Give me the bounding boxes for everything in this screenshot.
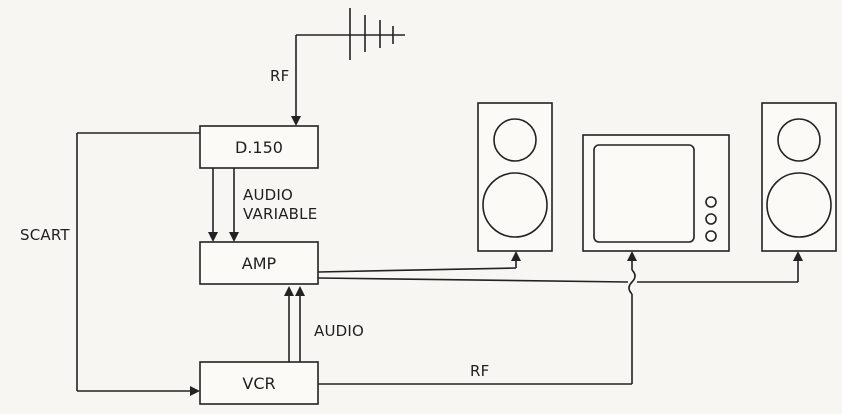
audio-vcr-label: AUDIO bbox=[314, 322, 364, 340]
decoder-label: D.150 bbox=[235, 138, 283, 157]
audio-variable-label-line1: AUDIO bbox=[243, 186, 293, 204]
left-speaker-icon bbox=[477, 102, 553, 252]
decoder-block: D.150 bbox=[199, 125, 319, 169]
scart-connection bbox=[76, 132, 200, 396]
rf-input-label: RF bbox=[270, 67, 289, 85]
left-speaker-connection bbox=[317, 251, 521, 273]
scart-label: SCART bbox=[20, 226, 70, 244]
audio-vcr-connection bbox=[284, 286, 305, 362]
tv-monitor-icon bbox=[582, 134, 730, 252]
amplifier-label: AMP bbox=[242, 254, 277, 273]
rf-tv-connection bbox=[318, 251, 637, 385]
rf-output-label: RF bbox=[470, 362, 489, 380]
audio-variable-connection bbox=[208, 168, 239, 242]
antenna-icon bbox=[291, 8, 405, 126]
audio-variable-label-line2: VARIABLE bbox=[243, 205, 317, 223]
right-speaker-icon bbox=[761, 102, 837, 252]
vcr-label: VCR bbox=[242, 374, 275, 393]
amplifier-block: AMP bbox=[199, 241, 319, 285]
vcr-block: VCR bbox=[199, 361, 319, 405]
right-speaker-connection bbox=[317, 251, 803, 283]
